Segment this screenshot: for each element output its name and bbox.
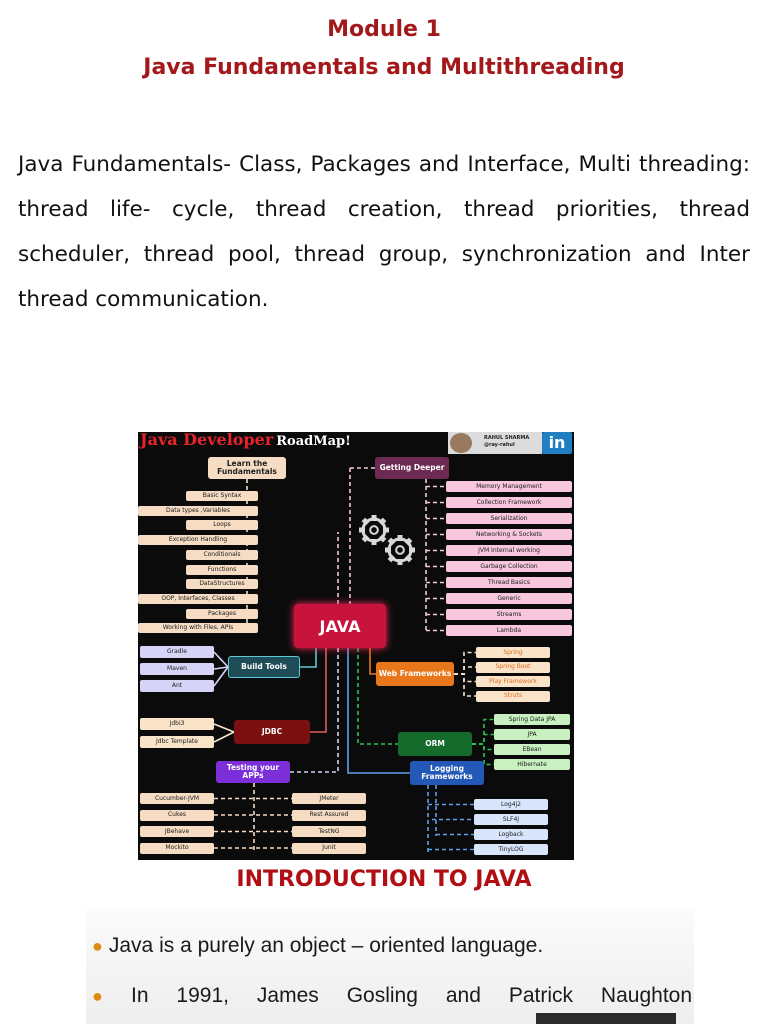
fundamentals-item: DataStructures xyxy=(186,579,258,589)
author-avatar xyxy=(450,433,472,453)
gear-icon xyxy=(385,535,415,565)
author-name: RAHUL SHARMA xyxy=(484,435,542,442)
fundamentals-item: Working with Files, APIs xyxy=(138,623,258,633)
deeper-item: Garbage Collection xyxy=(446,561,572,572)
fundamentals-item: Exception Handling xyxy=(138,535,258,545)
web-framework-item: Struts xyxy=(476,691,550,702)
build-tool-item: Gradle xyxy=(140,646,214,658)
module-title: Java Fundamentals and Multithreading xyxy=(0,52,768,84)
linkedin-icon: in xyxy=(542,432,572,454)
build-tool-item: Maven xyxy=(140,663,214,675)
orm-item: Hibernate xyxy=(494,759,570,770)
deeper-item: Serialization xyxy=(446,513,572,524)
intro-bullet-text: In 1991, James Gosling and Patrick Naugh… xyxy=(131,984,692,1007)
fundamentals-item: Data types ,Variables xyxy=(138,506,258,516)
deeper-item: Thread Basics xyxy=(446,577,572,588)
deeper-item: Memory Management xyxy=(446,481,572,492)
roadmap-title-main: Java Developer xyxy=(140,432,273,449)
build-tools-header: Build Tools xyxy=(228,656,300,678)
orm-header: ORM xyxy=(398,732,472,756)
logging-header: Logging Frameworks xyxy=(410,761,484,785)
connector-line xyxy=(472,735,494,745)
fundamentals-item: Loops xyxy=(186,520,258,530)
connector-line xyxy=(454,674,476,682)
web-framework-item: Spring Boot xyxy=(476,662,550,673)
deeper-item: JVM Internal working xyxy=(446,545,572,556)
intro-bullet: ● In 1991, James Gosling and Patrick Naug… xyxy=(92,982,692,1010)
logging-item: Log4j2 xyxy=(474,799,548,810)
author-handle: @ray-rahul xyxy=(484,442,542,449)
fundamentals-item: Basic Syntax xyxy=(186,491,258,501)
logging-item: Logback xyxy=(474,829,548,840)
gear-icon xyxy=(359,515,389,545)
java-center-node: JAVA xyxy=(294,604,386,648)
syllabus-paragraph: Java Fundamentals- Class, Packages and I… xyxy=(18,142,750,322)
web-framework-item: Play Framework xyxy=(476,676,550,687)
logging-item: TinyLOG xyxy=(474,844,548,855)
deeper-item: Networking & Sockets xyxy=(446,529,572,540)
testing-item: Cucumber-JVM xyxy=(140,793,214,804)
testing-item: TestNG xyxy=(292,826,366,837)
fundamentals-item: Conditionals xyxy=(186,550,258,560)
testing-item: JMeter xyxy=(292,793,366,804)
intro-bullet: ● Java is a purely an object – oriented l… xyxy=(92,932,692,960)
connector-line xyxy=(300,648,316,667)
module-number: Module 1 xyxy=(0,14,768,46)
deeper-item: Collection Framework xyxy=(446,497,572,508)
connector-line xyxy=(454,667,476,674)
intro-bullet-text: Java is a purely an object – oriented la… xyxy=(109,934,543,957)
testing-item: Cukes xyxy=(140,810,214,821)
deeper-header: Getting Deeper xyxy=(375,457,449,479)
jdbc-item: Jdbc Template xyxy=(140,736,214,748)
connector-line xyxy=(214,667,228,686)
web-framework-item: Spring xyxy=(476,647,550,658)
connector-line xyxy=(472,744,494,750)
connector-line xyxy=(310,648,326,732)
testing-item: JBehave xyxy=(140,826,214,837)
testing-header: Testing your APPs xyxy=(216,761,290,783)
testing-item: Rest Assured xyxy=(292,810,366,821)
bullet-dot-icon: ● xyxy=(92,936,103,956)
deeper-item: Lambda xyxy=(446,625,572,636)
connector-line xyxy=(454,653,476,675)
orm-item: Spring Data JPA xyxy=(494,714,570,725)
deeper-item: Generic xyxy=(446,593,572,604)
fundamentals-item: Functions xyxy=(186,565,258,575)
connector-line xyxy=(214,732,234,742)
build-tool-item: Ant xyxy=(140,680,214,692)
web-frameworks-header: Web Frameworks xyxy=(376,662,454,686)
deeper-item: Streams xyxy=(446,609,572,620)
photo-thumbnail xyxy=(536,1013,676,1024)
testing-item: Mockito xyxy=(140,843,214,854)
connector-line xyxy=(454,674,476,696)
intro-title: INTRODUCTION TO JAVA xyxy=(0,864,768,896)
fundamentals-item: Packages xyxy=(186,609,258,619)
fundamentals-item: OOP, Interfaces, Classes xyxy=(138,594,258,604)
roadmap-title-rest: RoadMap! xyxy=(276,434,351,449)
connector-line xyxy=(214,652,228,667)
jdbc-header: JDBC xyxy=(234,720,310,744)
orm-item: EBean xyxy=(494,744,570,755)
connector-line xyxy=(214,724,234,732)
bullet-dot-icon: ● xyxy=(92,986,125,1006)
testing-item: Junit xyxy=(292,843,366,854)
jdbc-item: Jdbi3 xyxy=(140,718,214,730)
orm-item: JPA xyxy=(494,729,570,740)
connector-line xyxy=(472,720,494,745)
fundamentals-header: Learn the Fundamentals xyxy=(208,457,286,479)
logging-item: SLF4J xyxy=(474,814,548,825)
